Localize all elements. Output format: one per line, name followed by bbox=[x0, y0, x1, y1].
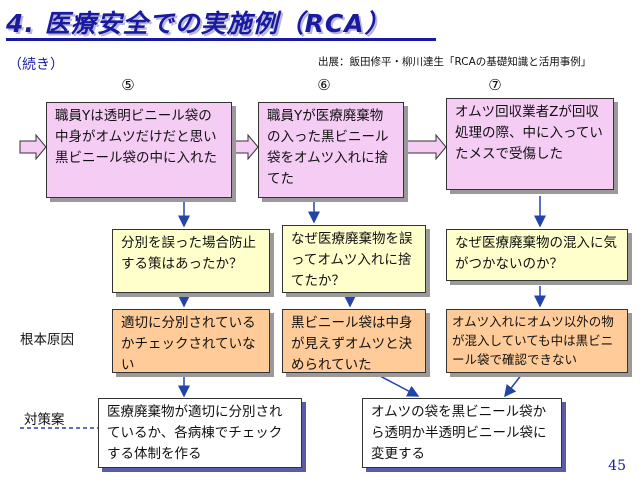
event-box-6: 職員Yが医療廃棄物の入った黒ビニール袋をオムツ入れに捨てた bbox=[258, 102, 404, 198]
block-arrow-6-7 bbox=[403, 133, 447, 161]
root-cause-box-5: 適切に分別されているかチェックされていない bbox=[112, 309, 270, 373]
step-number-6: ⑥ bbox=[317, 76, 331, 94]
root-cause-box-7: オムツ入れにオムツ以外の物が混入していても中は黒ビニール袋で確認できない bbox=[446, 309, 628, 373]
block-arrow-entry bbox=[19, 133, 47, 161]
title-underline bbox=[6, 38, 436, 41]
question-box-6: なぜ医療廃棄物を誤ってオムツ入れに捨てたか？ bbox=[282, 225, 426, 293]
root-cause-box-6: 黒ビニール袋は中身が見えずオムツと決められていた bbox=[282, 309, 426, 373]
arrow-cause3-to-measure bbox=[504, 373, 523, 398]
source-citation: 出展：飯田修平・柳川達生「RCAの基礎知識と活用事例」 bbox=[318, 56, 592, 68]
countermeasure-box-2: オムツの袋を黒ビニール袋から透明か半透明ビニール袋に変更する bbox=[362, 398, 562, 468]
question-box-7: なぜ医療廃棄物の混入に気がつかないのか？ bbox=[446, 229, 628, 281]
event-box-5: 職員Yは透明ビニール袋の中身がオムツだけだと思い黒ビニール袋の中に入れた bbox=[46, 102, 232, 198]
step-number-7: ⑦ bbox=[488, 76, 502, 94]
block-arrow-5-6 bbox=[231, 133, 259, 161]
row-label-countermeasure: 対策案 bbox=[24, 412, 65, 428]
question-box-5: 分別を誤った場合防止する策はあったか？ bbox=[112, 229, 270, 293]
event-box-7: オムツ回収業者Zが回収処理の際、中に入っていたメスで受傷した bbox=[446, 98, 614, 190]
arrow-cause2-to-measure bbox=[379, 375, 420, 397]
step-number-5: ⑤ bbox=[121, 76, 135, 94]
page-number: 45 bbox=[608, 458, 626, 474]
row-label-root-cause: 根本原因 bbox=[20, 332, 74, 348]
subtitle: （続き） bbox=[8, 57, 64, 73]
page-title: 4. 医療安全での実施例（RCA） bbox=[6, 9, 391, 38]
countermeasure-box-1: 医療廃棄物が適切に分別されているか、各病棟でチェックする体制を作る bbox=[98, 398, 302, 468]
